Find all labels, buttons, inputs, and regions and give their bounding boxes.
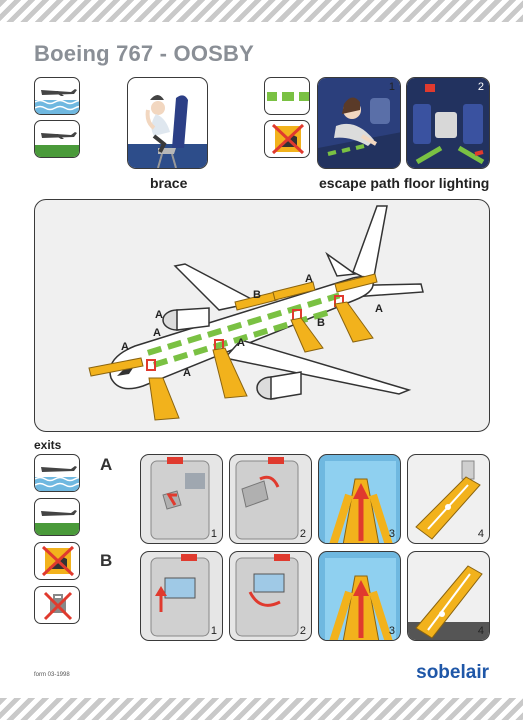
plane-over-water-icon [34,454,80,492]
exit-step-number: 2 [299,528,306,540]
form-code: form 03-1998 [34,672,70,678]
exit-b-step-3: 3 [318,551,401,641]
diagram-door-label: A [305,273,313,285]
exit-step-number: 3 [388,625,395,637]
no-luggage-icon [34,586,80,624]
diagram-door-label: A [183,367,191,379]
exit-step-number: 2 [299,625,306,637]
exit-row-a-letter: A [100,455,113,474]
floor-lighting-strip-icon [264,77,310,115]
diagram-door-label: A [375,303,383,315]
aircraft-exit-diagram: A A A A B B A A A [34,199,490,432]
exit-a-step-2: 2 [229,454,312,544]
diagram-door-label: B [317,317,325,329]
bottom-stripe-band [0,698,523,720]
exit-step-number: 4 [477,625,484,637]
exit-a-step-1: 1 [140,454,223,544]
top-stripe-band [0,0,523,22]
lighting-frame-number: 2 [477,81,484,93]
lighting-frame-number: 1 [388,81,395,93]
diagram-door-label: A [121,341,129,353]
diagram-door-label: A [237,337,245,349]
exit-a-step-4: 4 [407,454,490,544]
exit-step-number: 1 [210,625,217,637]
brand-logo: sobelair [416,662,489,683]
exit-row-b-letter: B [100,551,113,570]
brace-caption: brace [150,175,188,191]
plane-over-land-icon [34,120,80,158]
plane-over-water-icon [34,77,80,115]
exits-caption: exits [34,438,62,452]
lighting-frame-2: 2 [406,77,490,169]
exit-b-step-4: 4 [407,551,490,641]
diagram-door-label: B [253,289,261,301]
lighting-frame-1: 1 [317,77,401,169]
exit-step-number: 4 [477,528,484,540]
no-high-heels-icon [34,542,80,580]
exit-step-number: 1 [210,528,217,540]
exit-step-number: 3 [388,528,395,540]
brace-position-panel [127,77,208,169]
exit-b-step-2: 2 [229,551,312,641]
card-title: Boeing 767 - OOSBY [34,41,254,66]
exit-b-step-1: 1 [140,551,223,641]
diagram-door-label: A [155,309,163,321]
plane-over-land-icon [34,498,80,536]
exit-a-step-3: 3 [318,454,401,544]
lighting-caption: escape path floor lighting [319,175,490,191]
diagram-door-label: A [153,327,161,339]
no-high-heels-icon [264,120,310,158]
